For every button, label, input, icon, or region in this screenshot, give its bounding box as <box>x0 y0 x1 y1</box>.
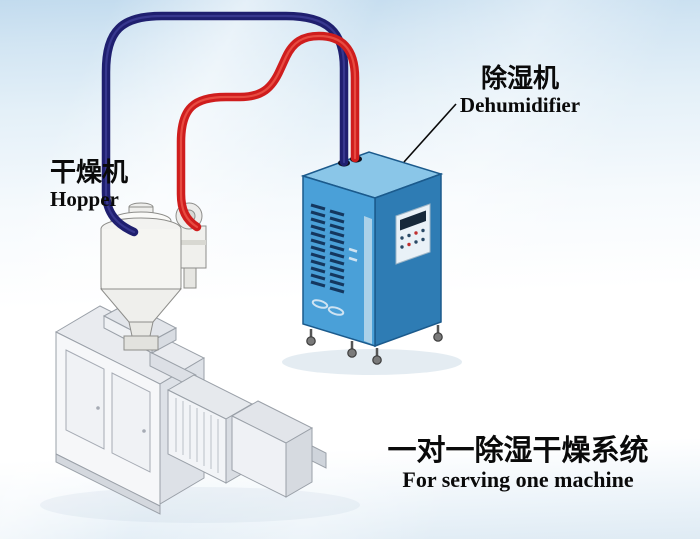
dehumidifier-label-cn: 除湿机 <box>480 64 559 94</box>
machine-door-right <box>111 372 151 473</box>
hopper-label-cn: 干燥机 <box>50 158 129 188</box>
system-caption-cn: 一对一除湿干燥系统 <box>387 433 649 467</box>
louver-vents <box>310 203 345 294</box>
dehumidifier-leader-line <box>403 103 457 163</box>
door-handle <box>96 406 100 410</box>
head-front <box>231 415 287 498</box>
dehumidifier-label-en: Dehumidifier <box>459 93 581 118</box>
panel-display <box>400 210 426 231</box>
supply-hose-red <box>176 31 360 232</box>
dehumidifier-cabinet <box>300 151 444 365</box>
hopper-dryer <box>99 202 207 351</box>
machine-shadow <box>40 487 360 523</box>
oval-vent <box>327 306 345 316</box>
panel-buttons <box>400 228 425 249</box>
casters <box>306 325 443 365</box>
supply-hose-highlight <box>179 34 357 229</box>
hopper-base-block <box>123 335 159 351</box>
system-caption-en: For serving one machine <box>402 467 634 493</box>
system-caption: 一对一除湿干燥系统 For serving one machine <box>382 433 654 494</box>
dehumidifier-callout: 除湿机 Dehumidifier <box>438 64 602 118</box>
door-handle <box>142 429 146 433</box>
hopper-outlet <box>128 321 154 337</box>
dryer-leg <box>183 267 197 289</box>
machine-base-strip <box>55 453 161 515</box>
cabinet-front-face <box>302 174 376 348</box>
nozzle <box>311 445 327 469</box>
machine-door-left <box>65 349 105 450</box>
dryer-band <box>174 240 206 245</box>
dehumidifier-shadow <box>282 349 462 375</box>
cabinet-door-strip <box>364 216 372 344</box>
small-slots <box>348 247 358 262</box>
return-hose-blue <box>101 11 349 237</box>
hopper-body <box>101 229 181 287</box>
hopper-callout: 干燥机 Hopper <box>50 158 170 212</box>
hopper-label-en: Hopper <box>50 187 119 212</box>
extruder-machine <box>54 302 327 515</box>
return-hose-highlight <box>104 14 346 234</box>
housing-slats <box>175 398 219 473</box>
oval-vent <box>311 299 329 309</box>
